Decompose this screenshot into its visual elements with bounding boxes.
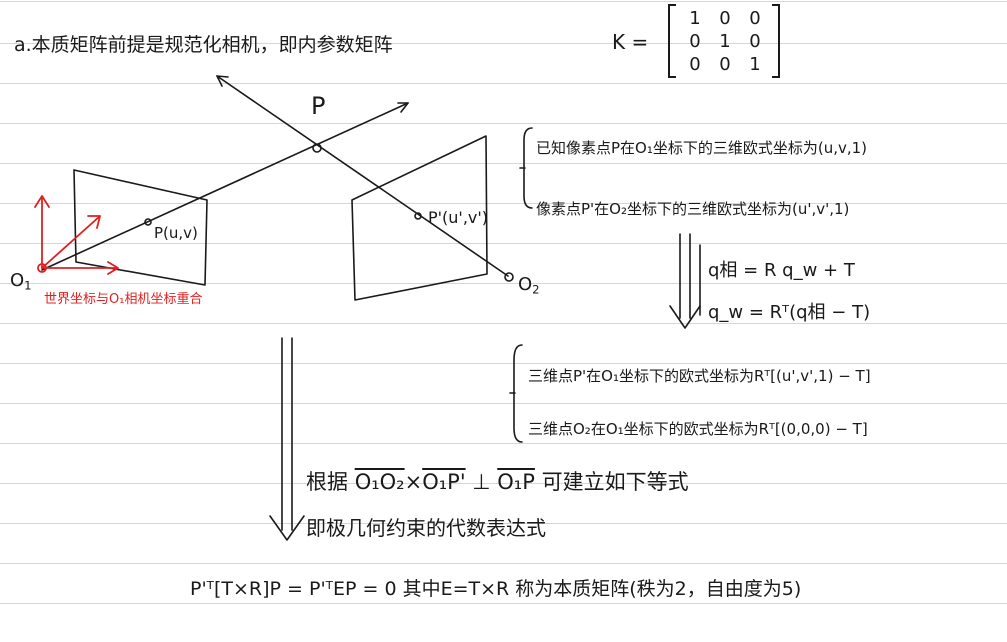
label-P: P (311, 92, 326, 120)
title-line: a.本质矩阵前提是规范化相机，即内参数矩阵 (14, 34, 393, 56)
transform-eq-2: q_w = Rᵀ(q相 − T) (708, 302, 871, 323)
label-origin-right: O2 (518, 274, 540, 297)
point-O2 (504, 272, 514, 282)
cross-symbol: × (404, 470, 423, 494)
derived-line-2: 三维点O₂在O₁坐标下的欧式坐标为Rᵀ[(0,0,0) − T] (528, 420, 868, 438)
intrinsic-matrix-label: K = (612, 30, 649, 54)
derived-line-1: 三维点P'在O₁坐标下的欧式坐标为Rᵀ[(u',v',1) − T] (528, 367, 871, 385)
intrinsic-matrix: 1 0 0 0 1 0 0 0 1 (668, 4, 780, 78)
known-line-2: 像素点P'在O₂坐标下的三维欧式坐标为(u',v',1) (536, 200, 850, 218)
matrix-cell: 0 (719, 54, 731, 75)
left-image-plane (73, 169, 208, 286)
point-p-right (414, 212, 422, 220)
matrix-cell: 0 (749, 8, 761, 29)
reason-line: 根据 O₁O₂×O₁P' ⊥ O₁P 可建立如下等式 (306, 466, 689, 496)
matrix-cell: 1 (689, 8, 701, 29)
matrix-cell: 0 (719, 8, 731, 29)
matrix-right-bracket (772, 4, 780, 78)
vector-o1o2: O₁O₂ (354, 470, 405, 494)
reason-prefix: 根据 (306, 470, 348, 494)
double-arrow-2 (269, 337, 305, 541)
origin-right-subscript: 2 (532, 282, 540, 297)
world-frame-note: 世界坐标与O₁相机坐标重合 (44, 292, 203, 307)
line-o1-p (41, 102, 409, 271)
right-image-plane (351, 135, 488, 301)
label-p-left: P(u,v) (154, 224, 198, 242)
vector-o1p: O₁P (497, 470, 535, 494)
red-origin (37, 263, 47, 273)
red-axis-diag (41, 215, 101, 269)
double-arrow-1 (669, 233, 701, 329)
matrix-cell: 1 (719, 31, 731, 52)
red-axis-up (34, 195, 50, 269)
point-p-left (144, 218, 152, 226)
conclusion-line: 即极几何约束的代数表达式 (306, 516, 546, 540)
transform-eq-1: q相 = R q_w + T (708, 260, 855, 281)
matrix-cell: 0 (689, 31, 701, 52)
matrix-cell: 0 (689, 54, 701, 75)
origin-left-subscript: 1 (24, 278, 32, 293)
line-o2-p (216, 75, 509, 277)
red-axis-right (41, 261, 119, 275)
final-equation: P'ᵀ[T×R]P = P'ᵀEP = 0 其中E=T×R 称为本质矩阵(秩为2… (190, 578, 802, 600)
known-line-1: 已知像素点P在O₁坐标下的三维欧式坐标为(u,v,1) (536, 139, 868, 157)
origin-right-letter: O (518, 274, 533, 295)
label-p-right: P'(u',v') (428, 208, 489, 227)
reason-suffix: 可建立如下等式 (541, 470, 689, 494)
matrix-cell: 0 (749, 31, 761, 52)
brace-derived (513, 344, 523, 443)
label-origin-left: O1 (10, 270, 32, 293)
point-P (312, 143, 322, 153)
vector-o1p-prime: O₁P' (422, 470, 466, 494)
matrix-cell: 1 (749, 54, 761, 75)
origin-left-letter: O (10, 270, 25, 291)
perp-symbol: ⊥ (472, 470, 491, 494)
matrix-left-bracket (668, 4, 676, 78)
